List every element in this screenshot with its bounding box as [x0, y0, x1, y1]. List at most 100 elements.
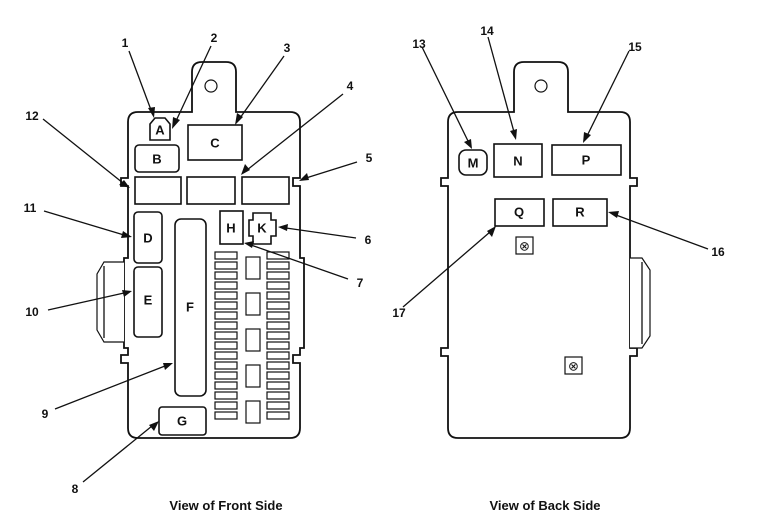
- callout-11: 11: [24, 201, 37, 215]
- callout-17: 17: [392, 306, 406, 320]
- fuse-slot-left: [214, 381, 238, 390]
- callout-2: 2: [211, 31, 218, 45]
- component-r: [552, 198, 608, 227]
- component-e: [133, 266, 163, 338]
- callout-5: 5: [366, 151, 373, 165]
- front-view-caption: View of Front Side: [169, 498, 282, 513]
- callout-3: 3: [284, 41, 291, 55]
- front-side-view: A B C D E F G H K: [96, 61, 305, 439]
- component-c: [187, 124, 243, 161]
- fuse-slot-right: [266, 291, 290, 300]
- component-m-label: M: [468, 156, 479, 171]
- relay-slot-middle: [186, 176, 236, 205]
- fuse-slot-left: [214, 341, 238, 350]
- screw-upper-frame: [515, 236, 534, 255]
- fuse-slot-right: [266, 331, 290, 340]
- fuse-slot-left: [214, 391, 238, 400]
- component-g-label: G: [177, 414, 187, 429]
- fuse-slot-left: [214, 331, 238, 340]
- fuse-slot-right: [266, 321, 290, 330]
- component-b: [134, 144, 180, 173]
- fuse-slot-left: [214, 311, 238, 320]
- fuse-slot-center: [245, 400, 261, 424]
- back-view-caption: View of Back Side: [489, 498, 600, 513]
- component-h: [219, 210, 244, 245]
- fuse-slot-right: [266, 341, 290, 350]
- fuse-block: [214, 251, 290, 424]
- relay-slot-left: [134, 176, 182, 205]
- component-n-label: N: [513, 154, 522, 169]
- component-d-label: D: [143, 231, 152, 246]
- component-f-label: F: [186, 300, 194, 315]
- screw-lower-frame: [564, 356, 583, 375]
- component-e-label: E: [144, 293, 153, 308]
- fuse-slot-left: [214, 401, 238, 410]
- fuse-slot-right: [266, 271, 290, 280]
- front-mounting-hole: [204, 79, 218, 93]
- callout-14: 14: [480, 24, 494, 38]
- back-side-view: M N P Q R ⊗ ⊗: [440, 61, 651, 439]
- callout-4: 4: [347, 79, 354, 93]
- fuse-slot-left: [214, 291, 238, 300]
- back-housing-outline: [440, 61, 638, 439]
- component-p-label: P: [582, 153, 591, 168]
- fuse-slot-right: [266, 351, 290, 360]
- callout-15: 15: [628, 40, 642, 54]
- component-f: [174, 218, 207, 397]
- fuse-slot-center: [245, 256, 261, 280]
- callout-6: 6: [365, 233, 372, 247]
- fuse-slot-center: [245, 328, 261, 352]
- fuse-slot-center: [245, 292, 261, 316]
- fuse-slot-left: [214, 271, 238, 280]
- component-k: [248, 212, 277, 245]
- component-m: [458, 149, 488, 176]
- fuse-slot-right: [266, 401, 290, 410]
- callout-numbers: 1 2 3 4 5 6 7 8 9 10 11 12 13 14 15 16 1…: [24, 24, 725, 496]
- component-b-label: B: [152, 152, 161, 167]
- fuse-slot-left: [214, 301, 238, 310]
- callout-7: 7: [357, 276, 364, 290]
- component-p: [551, 144, 622, 176]
- fuse-slot-right: [266, 301, 290, 310]
- callout-1: 1: [122, 36, 129, 50]
- back-mounting-hole: [534, 79, 548, 93]
- callout-9: 9: [42, 407, 49, 421]
- fuse-slot-left: [214, 411, 238, 420]
- fuse-slot-left: [214, 251, 238, 260]
- component-n: [493, 143, 543, 178]
- fuse-slot-right: [266, 311, 290, 320]
- fuse-slot-left: [214, 321, 238, 330]
- leader-lines: [42, 36, 709, 483]
- relay-slot-right: [241, 176, 290, 205]
- fuse-slot-left: [214, 261, 238, 270]
- callout-10: 10: [25, 305, 39, 319]
- component-q-label: Q: [514, 205, 524, 220]
- component-c-label: C: [210, 136, 220, 151]
- screw-upper-icon: ⊗: [519, 239, 530, 254]
- fuse-slot-left: [214, 351, 238, 360]
- fuse-slot-right: [266, 371, 290, 380]
- fuse-slot-center: [245, 364, 261, 388]
- fuse-slot-right: [266, 391, 290, 400]
- fuse-slot-left: [214, 281, 238, 290]
- front-side-bracket: [96, 261, 124, 343]
- component-a-label: A: [155, 123, 165, 138]
- fuse-slot-left: [214, 371, 238, 380]
- callout-12: 12: [25, 109, 39, 123]
- fuse-slot-right: [266, 361, 290, 370]
- component-q: [494, 198, 545, 227]
- component-d: [133, 211, 163, 264]
- component-a: [149, 117, 171, 141]
- component-h-label: H: [226, 221, 235, 236]
- fuse-slot-right: [266, 281, 290, 290]
- screw-lower-icon: ⊗: [568, 359, 579, 374]
- callout-13: 13: [412, 37, 426, 51]
- component-k-label: K: [257, 221, 267, 236]
- fuse-slot-right: [266, 251, 290, 260]
- fuse-slot-right: [266, 411, 290, 420]
- component-r-label: R: [575, 205, 585, 220]
- fuse-slot-left: [214, 361, 238, 370]
- fuse-slot-right: [266, 381, 290, 390]
